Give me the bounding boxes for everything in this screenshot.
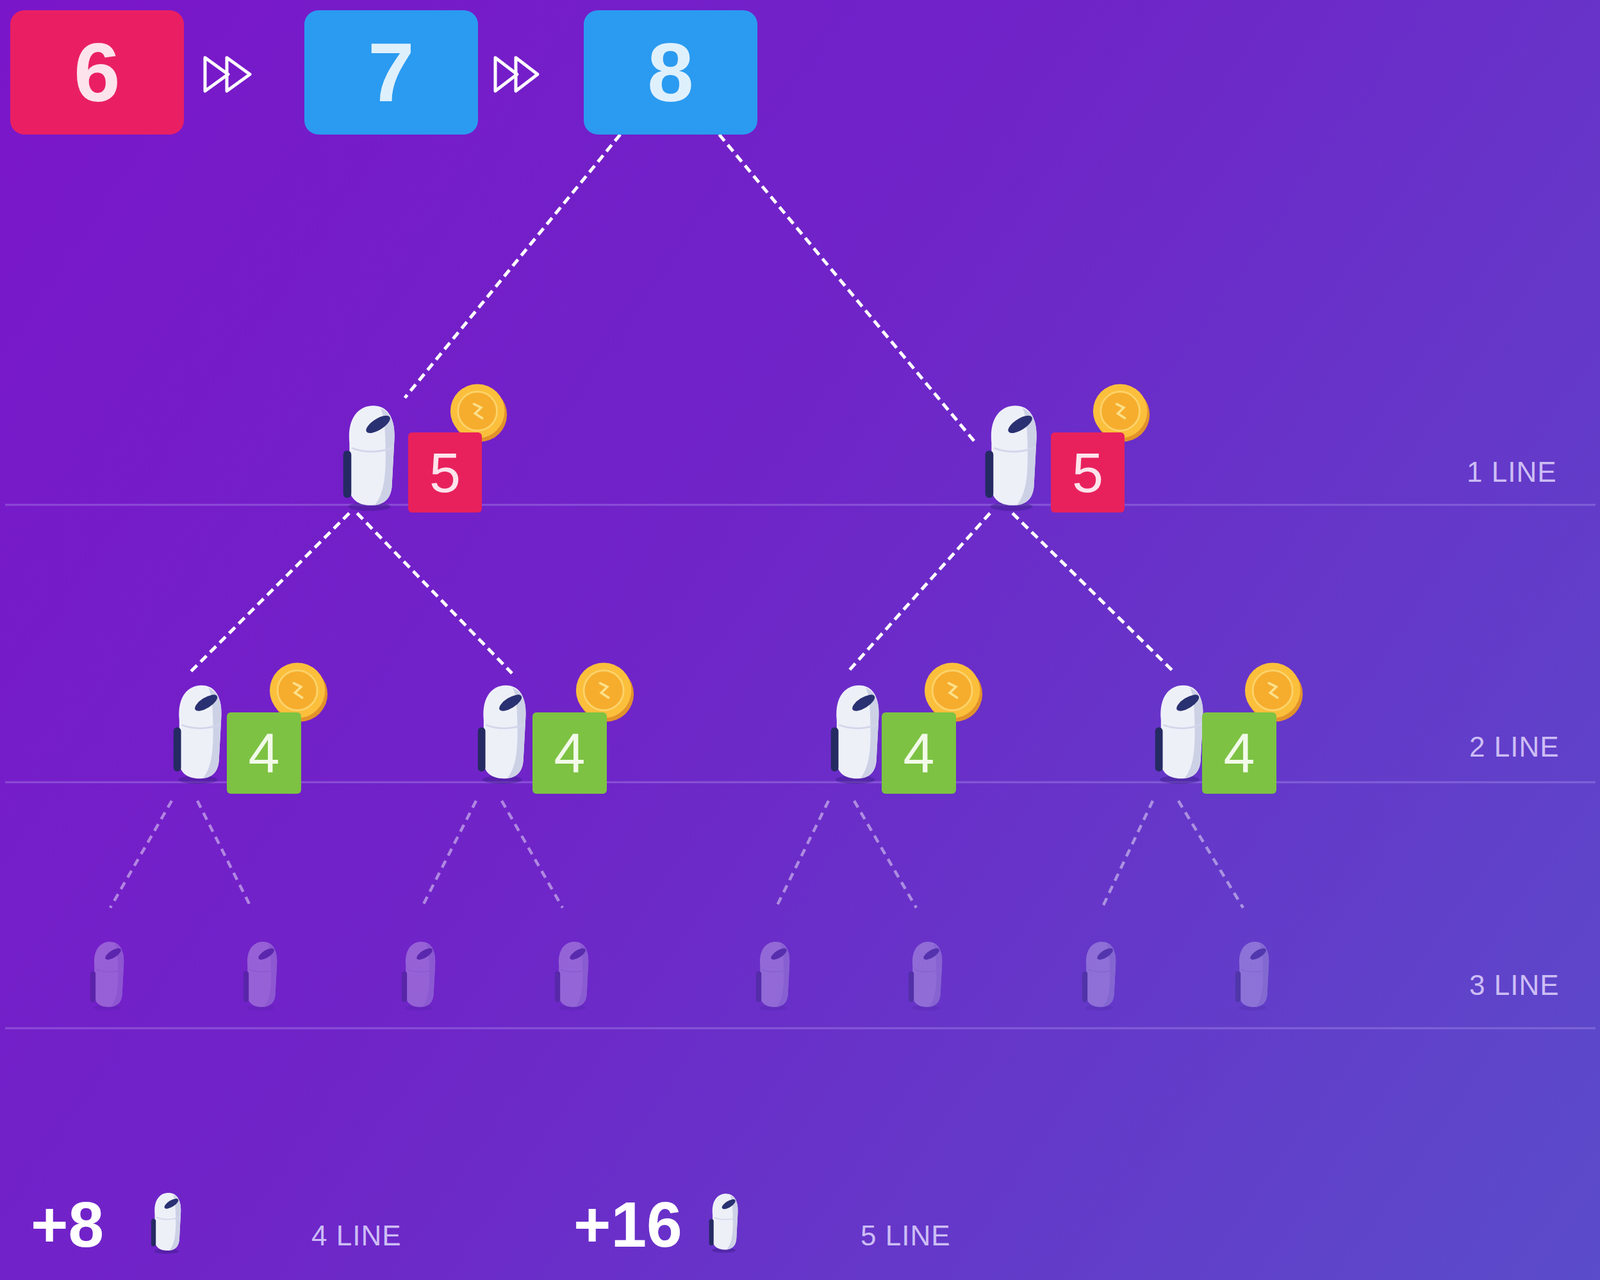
robot-figure [976,397,1046,514]
future-robot [1082,941,1116,1012]
robot-figure [334,397,404,514]
level-number: 5 [429,444,461,502]
future-robot [90,941,124,1012]
referral-link [846,513,990,674]
robot-figure [985,405,1037,511]
future-link [1178,800,1244,908]
level-rule [5,504,1596,507]
level-rule [5,1027,1596,1030]
referral-link [404,134,621,398]
robot-icon [151,1193,181,1254]
level-label: 3 LINE [1469,971,1560,1000]
future-link [1102,800,1153,908]
future-link [421,800,477,908]
level-number: 7 [367,30,414,115]
level-number: 6 [73,30,120,115]
robot-figure [822,673,887,791]
robot-figure [343,405,395,511]
level-badge: 4 [532,712,607,794]
level-rules [5,504,1596,1029]
level-label: 5 LINE [860,1221,951,1251]
referral-link [189,513,350,674]
level-box: 6 [10,10,184,135]
referral-link [356,513,512,674]
level-number: 4 [554,725,586,782]
future-link [775,800,829,908]
referral-node: 4 [469,673,636,794]
robot-figure [831,685,880,785]
level-box: 8 [583,10,758,135]
level-badge: 5 [408,432,482,513]
future-link [197,800,252,908]
robot-figure [469,673,534,791]
future-link [854,800,917,908]
referral-node: 4 [822,673,984,794]
chevron [495,57,518,91]
chevron [205,57,229,91]
level-box: 7 [304,10,479,135]
robot-figure [165,673,230,791]
level-badge: 4 [881,712,957,794]
future-robot [401,941,436,1012]
future-level [90,800,1269,1012]
level-badge: 4 [226,712,302,794]
robot-icon [709,1193,739,1253]
level-badge: 5 [1050,432,1125,513]
future-robot [243,941,277,1012]
referral-link [1012,513,1176,674]
referral-node: 4 [165,673,329,794]
level-number: 8 [647,30,694,115]
referral-node: 4 [1146,673,1304,794]
bonus-count: +16 [573,1192,683,1257]
chevron [226,57,250,91]
future-robot [554,941,589,1012]
bonus-count: +8 [30,1192,104,1257]
level-number: 5 [1072,444,1104,502]
future-robot [1235,941,1269,1012]
level-label: 1 LINE [1466,458,1558,487]
future-link [501,800,563,908]
future-robot [756,941,790,1012]
robot-figure [478,685,527,785]
level-number: 4 [1223,725,1256,782]
robot-figure [1146,673,1212,791]
referral-node: 5 [334,397,509,514]
level-number: 4 [248,725,281,782]
level-number: 4 [903,725,935,782]
future-link [110,800,172,908]
robot-figure [1155,685,1204,785]
level-label: 2 LINE [1469,733,1560,762]
robot-figure [173,685,222,785]
level-badge: 4 [1202,712,1277,794]
referral-node: 5 [976,397,1151,514]
future-robot [908,941,942,1012]
referral-link [718,134,977,445]
level-label: 4 LINE [311,1221,402,1251]
chevron [515,57,538,91]
